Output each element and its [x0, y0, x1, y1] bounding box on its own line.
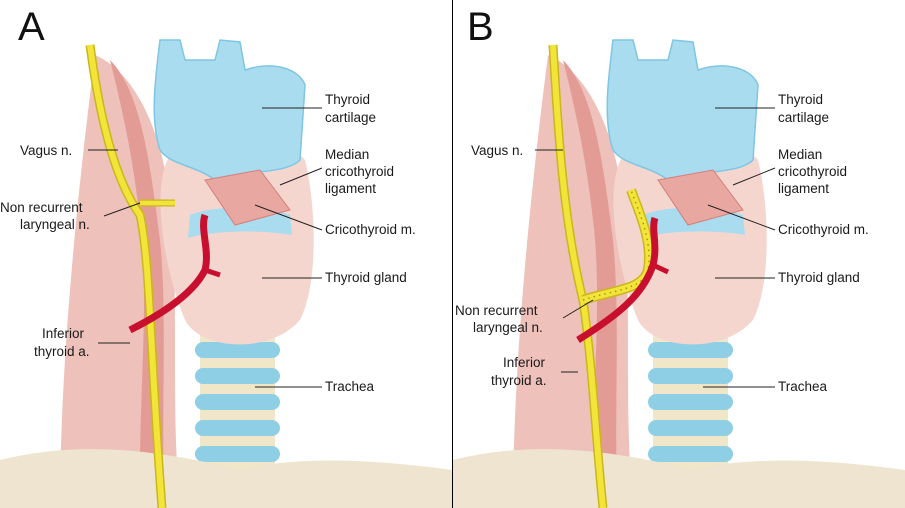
label-median-3: ligament — [325, 181, 376, 196]
label-non-recurrent-1: Non recurrent — [0, 200, 83, 215]
label-thyroid-cartilage-2: cartilage — [325, 110, 376, 125]
label-thyroid-cartilage-1: Thyroid — [778, 92, 823, 107]
label-vagus: Vagus n. — [20, 143, 72, 158]
label-non-recurrent-2: laryngeal n. — [20, 217, 90, 232]
label-thyroid-cartilage-1: Thyroid — [325, 92, 370, 107]
label-thyroid-gland: Thyroid gland — [325, 270, 407, 285]
label-inferior-thyroid-2: thyroid a. — [491, 373, 547, 388]
label-median-2: cricothyroid — [325, 164, 394, 179]
label-non-recurrent-2: laryngeal n. — [473, 320, 543, 335]
label-thyroid-gland: Thyroid gland — [778, 270, 860, 285]
label-inferior-thyroid-1: Inferior — [503, 355, 546, 370]
label-vagus: Vagus n. — [471, 143, 523, 158]
label-median-2: cricothyroid — [778, 164, 847, 179]
label-thyroid-cartilage-2: cartilage — [778, 110, 829, 125]
panel-a: A Thyroid cartilage Median cricothyroid … — [0, 0, 452, 508]
label-median-3: ligament — [778, 181, 829, 196]
label-median-1: Median — [778, 147, 822, 162]
label-cricothyroid-m: Cricothyroid m. — [325, 222, 416, 237]
label-trachea: Trachea — [778, 379, 828, 394]
label-inferior-thyroid-2: thyroid a. — [34, 344, 90, 359]
panel-a-labels: Thyroid cartilage Median cricothyroid li… — [0, 0, 452, 508]
label-inferior-thyroid-1: Inferior — [42, 326, 85, 341]
panel-b-labels: Thyroid cartilage Median cricothyroid li… — [453, 0, 905, 508]
label-median-1: Median — [325, 147, 369, 162]
label-non-recurrent-1: Non recurrent — [455, 303, 538, 318]
label-trachea: Trachea — [325, 379, 375, 394]
label-cricothyroid-m: Cricothyroid m. — [778, 222, 869, 237]
panel-b: B Thyroid cartilage Median cricothyroid … — [453, 0, 905, 508]
